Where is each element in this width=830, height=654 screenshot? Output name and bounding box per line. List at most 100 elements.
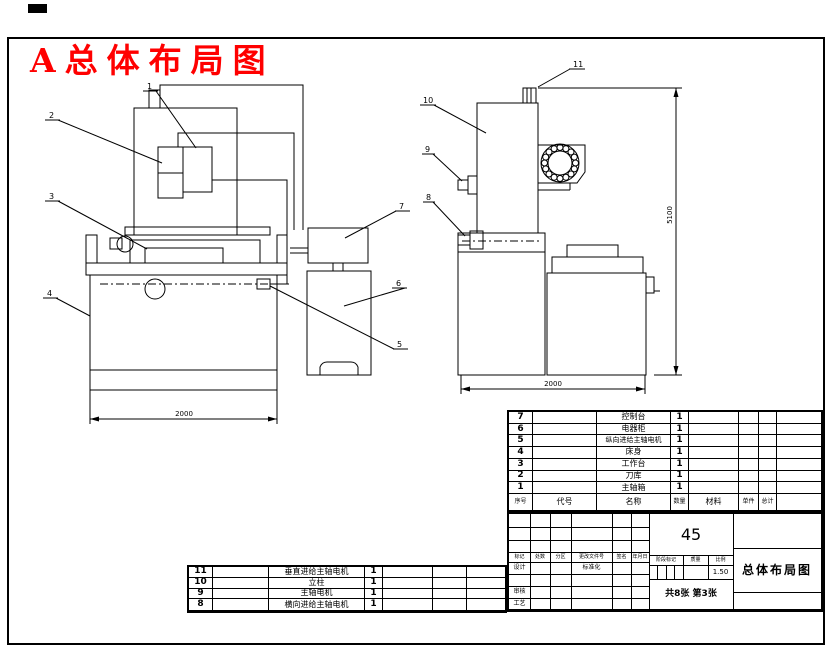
frame-tick-mark	[28, 4, 47, 13]
part-qty: 1	[671, 412, 689, 424]
callout-5: 5	[397, 340, 402, 349]
part-qty: 1	[671, 482, 689, 494]
parts-list-upper: 7 控制台 1 6 电器柜 1 5 纵向进给主轴电机 1 4 床身 1 3 工作…	[507, 410, 823, 512]
part-code	[533, 435, 597, 448]
title-block: 标记 处数 分区 更改文件号 签名 年月日 设计 标准化 审核 工艺 阶段标记 …	[507, 512, 823, 612]
part-no: 9	[189, 588, 213, 600]
part-code	[533, 412, 597, 424]
part-name: 横向进给主轴电机	[269, 599, 365, 610]
callout-3: 3	[49, 192, 54, 201]
part-name: 床身	[597, 447, 671, 459]
callout-leaders	[43, 68, 585, 350]
part-code	[533, 482, 597, 494]
header-note	[777, 494, 821, 510]
label-stage: 阶段标记	[655, 556, 676, 563]
part-qty: 1	[365, 588, 383, 600]
callout-2: 2	[49, 111, 54, 120]
cable-runs	[159, 84, 308, 285]
header-total: 总计	[759, 494, 777, 510]
part-name: 工作台	[597, 458, 671, 471]
part-no: 3	[509, 458, 533, 471]
dim-left-width: 2000	[89, 390, 278, 424]
callout-7: 7	[399, 202, 404, 211]
parts-list-lower: 11 垂直进给主轴电机 1 10 立柱 1 9 主轴电机 1 8 横向进给主轴电…	[187, 565, 507, 613]
part-no: 5	[509, 435, 533, 448]
part-qty: 1	[671, 435, 689, 448]
sheet-info: 共8张 第3张	[665, 589, 717, 599]
callout-1: 1	[147, 82, 152, 91]
header-no: 序号	[509, 494, 533, 510]
label-design: 设计	[513, 564, 526, 571]
header-qty: 数量	[671, 494, 689, 510]
part-name: 垂直进给主轴电机	[269, 567, 365, 578]
limit-switch-box	[256, 278, 271, 290]
handwheel	[116, 235, 134, 253]
label-process: 工艺	[513, 600, 526, 607]
label-standard: 标准化	[582, 564, 601, 571]
gear-unit	[538, 143, 586, 191]
part-code	[533, 447, 597, 459]
part-code	[213, 577, 269, 589]
dim-right-height: 5100	[538, 87, 682, 376]
right-view-machine: 5100 2000	[457, 87, 682, 394]
part-qty: 1	[671, 447, 689, 459]
label-mark: 标记	[514, 553, 525, 560]
column-front	[133, 107, 238, 236]
control-console	[306, 227, 372, 376]
label-check: 审核	[513, 588, 526, 595]
label-doc-no: 更改文件号	[578, 553, 604, 560]
left-view-machine: 2000	[85, 84, 372, 424]
spindle-box-b	[182, 146, 213, 193]
callout-11: 11	[573, 60, 583, 69]
part-no: 8	[189, 599, 213, 610]
part-name: 主轴箱	[597, 482, 671, 494]
chimney-side	[522, 87, 537, 104]
part-no: 4	[509, 447, 533, 459]
label-sign: 签名	[616, 553, 627, 560]
header-unit: 单件	[739, 494, 759, 510]
dim-text-right-width: 2000	[544, 380, 562, 388]
part-name: 刀库	[597, 470, 671, 483]
material-value: 45	[680, 524, 702, 544]
callout-9: 9	[425, 145, 430, 154]
callout-4: 4	[47, 289, 52, 298]
worktable-assembly	[85, 226, 288, 276]
feed-motor	[457, 230, 484, 250]
label-count: 处数	[534, 553, 545, 560]
header-code: 代号	[533, 494, 597, 510]
part-code	[213, 588, 269, 600]
part-no: 1	[509, 482, 533, 494]
label-zone: 分区	[555, 553, 566, 560]
scale-value: 1.50	[712, 567, 729, 576]
bed-side	[457, 232, 546, 376]
part-code	[533, 423, 597, 436]
part-no: 11	[189, 567, 213, 578]
part-code	[533, 458, 597, 471]
part-qty: 1	[365, 599, 383, 610]
bed-base	[89, 274, 290, 391]
callout-10: 10	[423, 96, 433, 105]
dim-text-left-width: 2000	[175, 410, 193, 418]
part-qty: 1	[671, 458, 689, 471]
part-code	[213, 599, 269, 610]
spindle-motor	[457, 175, 478, 195]
part-name: 主轴电机	[269, 588, 365, 600]
part-name: 控制台	[597, 412, 671, 424]
dim-right-width: 2000	[460, 375, 646, 394]
part-code	[213, 567, 269, 578]
column-side	[476, 102, 539, 234]
part-no: 2	[509, 470, 533, 483]
drawing-frame	[7, 37, 825, 645]
part-code	[533, 470, 597, 483]
part-no: 10	[189, 577, 213, 589]
part-qty: 1	[671, 423, 689, 436]
part-qty: 1	[365, 577, 383, 589]
drawing-title: 总体布局图	[741, 563, 812, 577]
chimney-front	[148, 89, 161, 109]
label-scale: 比例	[715, 556, 726, 563]
part-name: 纵向进给主轴电机	[597, 435, 671, 448]
header-material: 材料	[689, 494, 739, 510]
table-side	[546, 244, 660, 376]
label-date: 年月日	[632, 553, 648, 560]
